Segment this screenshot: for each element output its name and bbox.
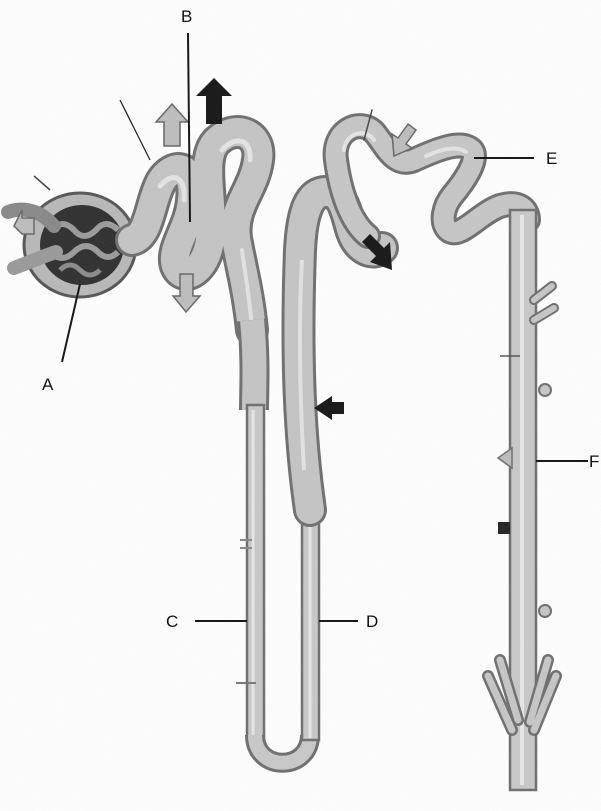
label-e: E <box>546 150 557 167</box>
label-f: F <box>589 453 599 470</box>
label-d: D <box>366 613 378 630</box>
label-b: B <box>181 8 192 25</box>
label-c: C <box>166 613 178 630</box>
label-a: A <box>42 376 53 393</box>
